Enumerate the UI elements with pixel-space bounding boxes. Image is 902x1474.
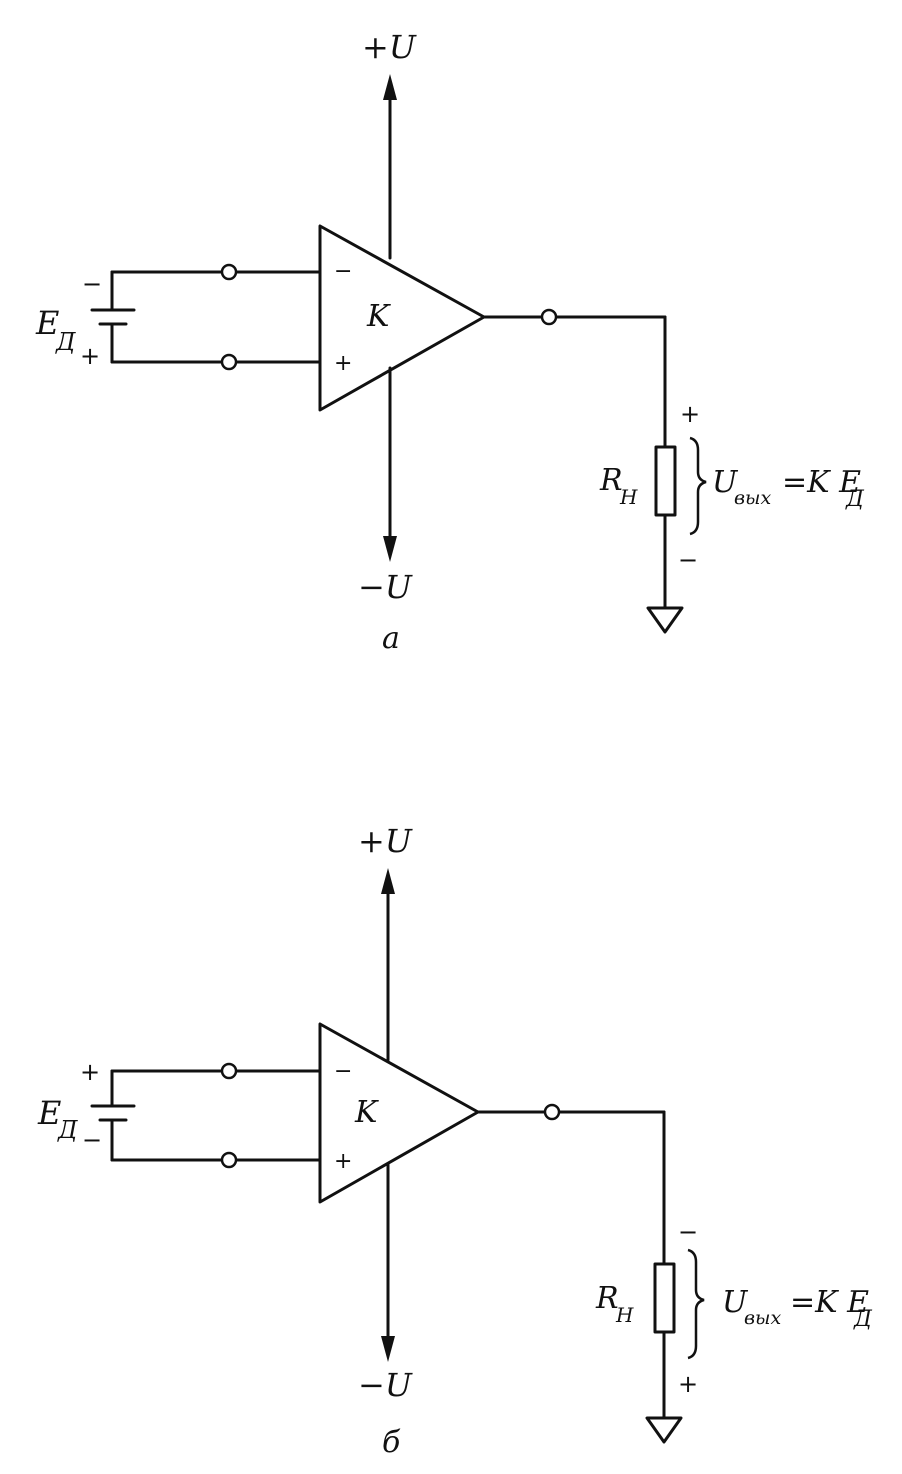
diagram-caption: б — [382, 1425, 401, 1460]
load-top-sign: + — [680, 400, 700, 428]
source-label: E — [35, 304, 59, 342]
voltage-brace-icon — [689, 436, 707, 536]
load-resistor — [653, 1262, 676, 1334]
load-bottom-sign: + — [678, 1370, 698, 1398]
load-top-sign: − — [678, 1218, 698, 1246]
ground-icon — [646, 606, 684, 634]
output-formula-u: U — [722, 1285, 749, 1320]
source-top-sign: − — [82, 270, 102, 298]
noninverting-input-terminal — [220, 1151, 238, 1169]
gain-label: K — [354, 1095, 379, 1130]
ground-icon — [645, 1416, 683, 1444]
negative-supply-arrow-icon — [383, 536, 397, 562]
diagram-b: +U −U K − + + − E Д − + R Н U вых =K E Д… — [37, 822, 873, 1460]
source-subscript: Д — [55, 328, 76, 356]
output-formula-subscript: вых — [734, 487, 772, 509]
gain-label: K — [366, 299, 391, 334]
output-formula-rest-subscript: Д — [853, 1307, 873, 1332]
negative-supply-arrow-icon — [381, 1336, 395, 1362]
inverting-input-terminal — [220, 1062, 238, 1080]
positive-supply-arrow-icon — [383, 74, 397, 100]
negative-supply-label: −U — [358, 568, 413, 606]
load-subscript: Н — [619, 485, 638, 509]
op-amp-triangle — [318, 1022, 480, 1204]
load-bottom-sign: − — [678, 546, 698, 574]
load-label: R — [599, 463, 623, 498]
output-formula-rest: =K E — [790, 1285, 869, 1320]
output-formula-u: U — [712, 465, 739, 500]
positive-supply-label: +U — [358, 822, 413, 860]
inverting-sign: − — [334, 259, 352, 284]
source-top-sign: + — [80, 1058, 100, 1086]
noninverting-sign: + — [334, 1149, 352, 1174]
output-terminal — [543, 1103, 561, 1121]
output-formula-rest: =K E — [782, 465, 861, 500]
noninverting-input-terminal — [220, 353, 238, 371]
load-resistor — [654, 445, 677, 517]
op-amp-triangle — [318, 224, 486, 412]
diagram-a: +U −U K − + − + E Д + − R Н U вых =K E Д… — [35, 28, 865, 656]
source-label: E — [37, 1094, 61, 1132]
inverting-sign: − — [334, 1059, 352, 1084]
voltage-brace-icon — [687, 1248, 705, 1360]
source-bottom-sign: + — [80, 342, 100, 370]
load-subscript: Н — [615, 1303, 634, 1327]
diagram-caption: a — [382, 621, 400, 656]
positive-supply-arrow-icon — [381, 868, 395, 894]
load-label: R — [595, 1281, 619, 1316]
source-bottom-sign: − — [82, 1126, 102, 1154]
negative-supply-label: −U — [358, 1366, 413, 1404]
source-subscript: Д — [57, 1116, 78, 1144]
positive-supply-label: +U — [362, 28, 417, 66]
output-terminal — [540, 308, 558, 326]
noninverting-sign: + — [334, 351, 352, 376]
inverting-input-terminal — [220, 263, 238, 281]
output-formula-subscript: вых — [744, 1307, 782, 1329]
output-formula-rest-subscript: Д — [845, 487, 865, 512]
